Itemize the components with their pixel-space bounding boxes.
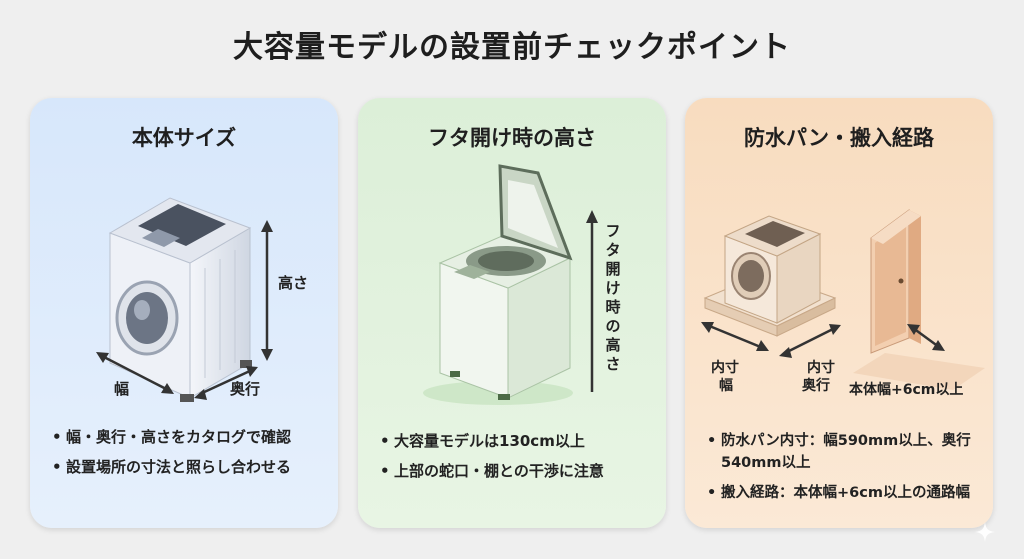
drum-washer-icon: 高さ 幅 奥行: [96, 197, 308, 402]
inner-depth-label-1: 内寸: [807, 359, 835, 376]
width-label: 幅: [114, 380, 129, 398]
sparkle-icon: [975, 522, 995, 542]
waterproof-pan-icon: 内寸 幅 内寸 奥行 本体幅+6cm以上: [701, 209, 985, 398]
lid-height-vertical-label: フタ開け時の高さ: [605, 222, 620, 373]
inner-depth-label-2: 奥行: [802, 377, 830, 394]
list-item: 大容量モデルは130cm以上: [380, 430, 656, 452]
card-title: 防水パン・搬入経路: [743, 126, 935, 150]
card-pan-route: 防水パン・搬入経路 内寸 幅 内寸 奥行 本: [685, 98, 993, 528]
bullet-list: 幅・奥行・高さをカタログで確認 設置場所の寸法と照らし合わせる: [52, 426, 328, 486]
list-item: 防水パン内寸：幅590mm以上、奥行540mm以上: [707, 430, 983, 474]
list-item: 搬入経路：本体幅+6cm以上の通路幅: [707, 482, 983, 504]
bullet-list: 大容量モデルは130cm以上 上部の蛇口・棚との干渉に注意: [380, 430, 656, 490]
card-body-size: 本体サイズ 高さ 幅: [30, 98, 338, 528]
card-lid-height: フタ開け時の高さ フタ開け時の高さ 大容量モデルは130cm以上 上部の蛇口・棚…: [358, 98, 666, 528]
passage-label: 本体幅+6cm以上: [849, 381, 963, 398]
card-title: フタ開け時の高さ: [428, 126, 596, 150]
list-item: 上部の蛇口・棚との干渉に注意: [380, 460, 656, 482]
page-title: 大容量モデルの設置前チェックポイント: [233, 30, 791, 65]
card-title: 本体サイズ: [131, 126, 237, 150]
lid-height-label: フタ開け時の高さ: [605, 222, 620, 373]
inner-width-label-1: 内寸: [711, 359, 739, 376]
top-loader-washer-icon: フタ開け時の高さ: [423, 164, 621, 405]
depth-label: 奥行: [230, 380, 260, 398]
height-label: 高さ: [278, 274, 308, 292]
bullet-list: 防水パン内寸：幅590mm以上、奥行540mm以上 搬入経路：本体幅+6cm以上…: [707, 430, 983, 512]
list-item: 設置場所の寸法と照らし合わせる: [52, 456, 328, 478]
list-item: 幅・奥行・高さをカタログで確認: [52, 426, 328, 448]
inner-width-label-2: 幅: [719, 377, 733, 394]
